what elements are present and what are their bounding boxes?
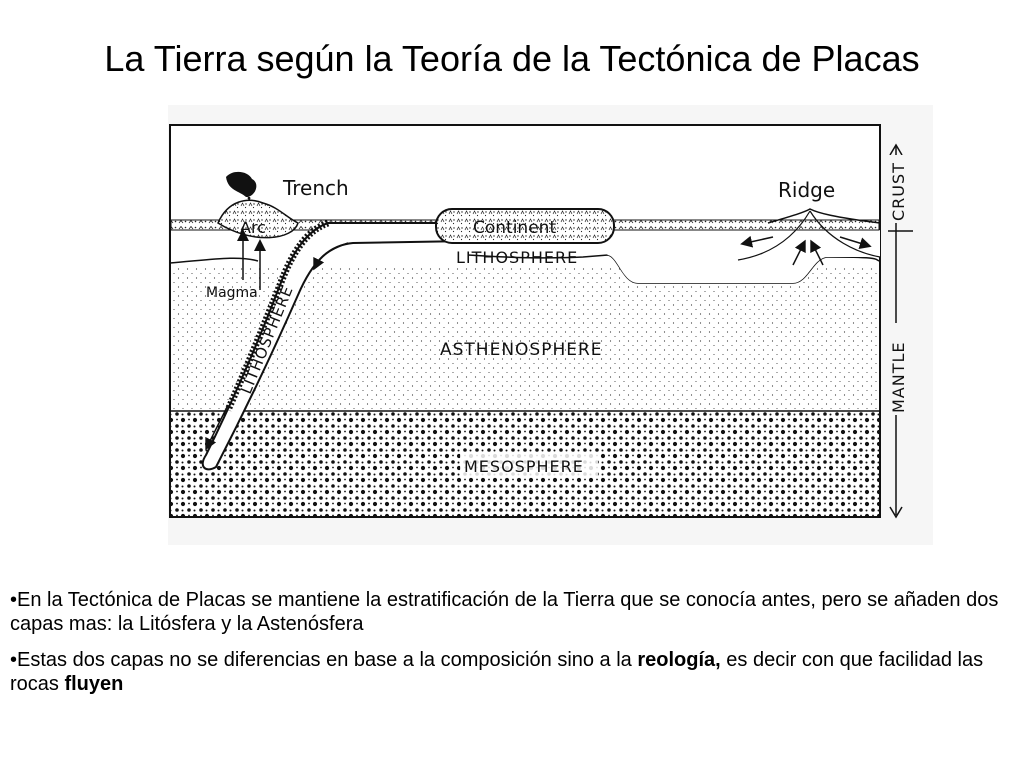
crust-label: CRUST (889, 162, 908, 221)
bullet-list: •En la Tectónica de Placas se mantiene l… (10, 588, 1010, 708)
arc-label: Arc (240, 218, 266, 237)
mantle-label: MANTLE (889, 341, 908, 413)
slide-title: La Tierra según la Teoría de la Tectónic… (104, 38, 920, 79)
plate-tectonics-diagram: Trench Ridge Arc Continent Magma LITHOSP… (168, 105, 933, 545)
ridge-label: Ridge (778, 178, 835, 202)
bullet-item-1: •En la Tectónica de Placas se mantiene l… (10, 589, 999, 635)
trench-label: Trench (282, 176, 349, 200)
mesosphere-label: MESOSPHERE (464, 457, 584, 476)
bold-term-fluyen: fluyen (64, 673, 124, 695)
bold-term-reologia: reología, (637, 649, 721, 671)
continent-label: Continent (473, 218, 556, 238)
lithosphere-top-label: LITHOSPHERE (456, 248, 578, 267)
magma-label: Magma (206, 285, 258, 301)
asthenosphere-label: ASTHENOSPHERE (440, 340, 603, 360)
bullet-item-2: •Estas dos capas no se diferencias en ba… (10, 649, 984, 695)
